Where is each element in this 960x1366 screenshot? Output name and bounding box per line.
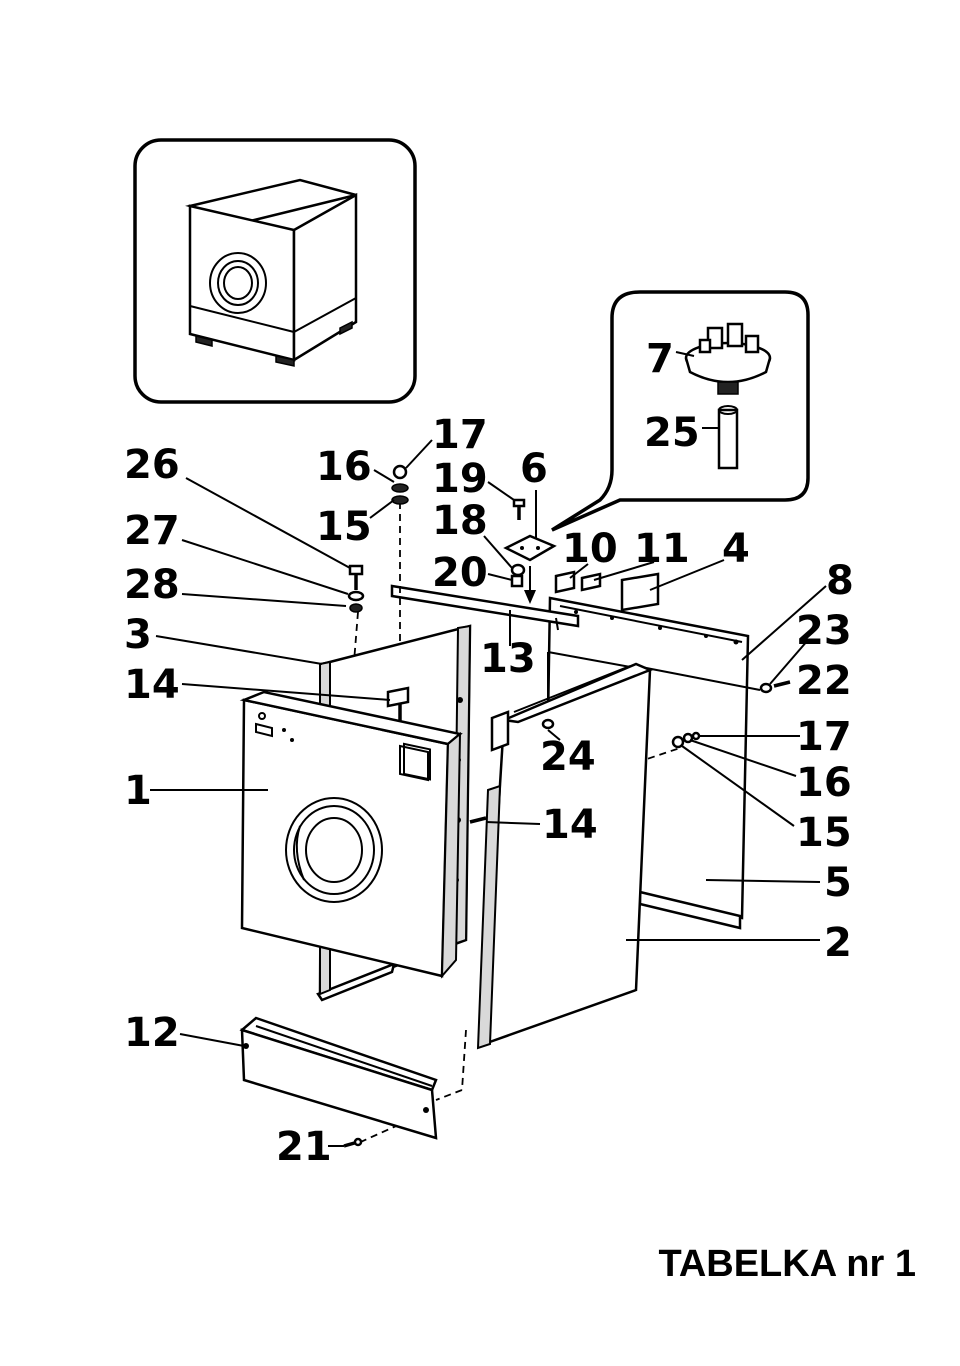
pressure-switch-inset [551, 290, 810, 532]
callout-8: 8 [826, 558, 854, 604]
callout-labels: 26 27 28 3 14 1 12 21 16 15 17 19 18 6 2… [124, 336, 854, 1170]
cabinet-exploded-view [150, 439, 827, 1148]
callout-15-top: 15 [316, 504, 372, 550]
callout-12: 12 [124, 1010, 180, 1056]
callout-28: 28 [124, 562, 180, 608]
callout-7: 7 [646, 336, 674, 382]
callout-4: 4 [722, 526, 750, 572]
callout-19: 19 [432, 456, 488, 502]
callout-15-right: 15 [796, 810, 852, 856]
callout-6: 6 [520, 446, 548, 492]
callout-11: 11 [634, 526, 690, 572]
callout-25: 25 [644, 410, 700, 456]
callout-24: 24 [540, 734, 596, 780]
callout-23: 23 [796, 608, 852, 654]
callout-14-left: 14 [124, 662, 180, 708]
callout-3: 3 [124, 612, 152, 658]
leader-lines [150, 439, 827, 1147]
callout-27: 27 [124, 508, 180, 554]
callout-13: 13 [480, 636, 536, 682]
callout-22: 22 [796, 658, 852, 704]
callout-1: 1 [124, 768, 152, 814]
callout-17-right: 17 [796, 714, 852, 760]
callout-5: 5 [824, 860, 852, 906]
callout-21: 21 [276, 1124, 332, 1170]
callout-16-right: 16 [796, 760, 852, 806]
callout-2: 2 [824, 920, 852, 966]
callout-10: 10 [562, 526, 618, 572]
callout-16-top: 16 [316, 444, 372, 490]
callout-18: 18 [432, 498, 488, 544]
fasteners [343, 464, 791, 1148]
callout-26: 26 [124, 442, 180, 488]
assembled-machine-inset [133, 138, 417, 404]
callout-14-right: 14 [542, 802, 598, 848]
callout-17-top: 17 [432, 412, 488, 458]
table-title: TABELKA nr 1 [658, 1243, 916, 1285]
callout-20: 20 [432, 550, 488, 596]
